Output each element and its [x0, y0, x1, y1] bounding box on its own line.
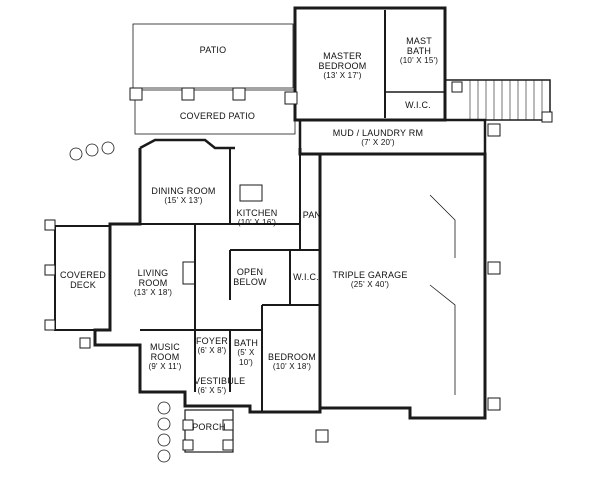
garage-door-left [429, 194, 456, 258]
living-room-label: LIVING ROOM(13' X 18') [133, 268, 173, 297]
patio-label: PATIO [199, 45, 227, 55]
porch-outline [184, 409, 234, 453]
covered-deck-outline [54, 225, 111, 331]
mud-laundry-label: MUD / LAUNDRY RM(7' X 20') [332, 128, 424, 147]
music-room-label: MUSIC ROOM(9' X 11') [148, 342, 182, 371]
garage-walls [320, 152, 487, 420]
master-bath-label: MAST BATH(10' X 15') [399, 36, 439, 65]
patio-outline [132, 23, 294, 89]
exterior-stair [444, 79, 551, 121]
bedroom-wic-label: W.I.C. [293, 272, 319, 282]
garage-door-right [429, 284, 456, 395]
porch-label: PORCH [192, 422, 226, 432]
kitchen-island [239, 184, 263, 202]
master-wic-label: W.I.C. [405, 100, 431, 110]
bath-label: BATH(5' X 10') [233, 338, 259, 367]
master-bedroom-label: MASTER BEDROOM(13' X 17') [318, 51, 367, 80]
covered-deck-label: COVERED DECK [60, 270, 106, 290]
open-below-label: OPEN BELOW [233, 267, 267, 287]
covered-patio-label: COVERED PATIO [179, 111, 256, 121]
dining-room-label: DINING ROOM(15' X 13') [151, 186, 216, 205]
bedroom-label: BEDROOM(10' X 18') [268, 352, 316, 371]
pantry-label: PAN [302, 210, 322, 220]
vestibule-label: VESTIBULE(6' X 5') [194, 376, 246, 395]
fireplace [182, 261, 196, 285]
triple-garage-label: TRIPLE GARAGE(25' X 40') [332, 270, 408, 289]
kitchen-label: KITCHEN(10' X 16') [236, 208, 278, 227]
foyer-label: FOYER(6' X 8') [195, 336, 228, 355]
